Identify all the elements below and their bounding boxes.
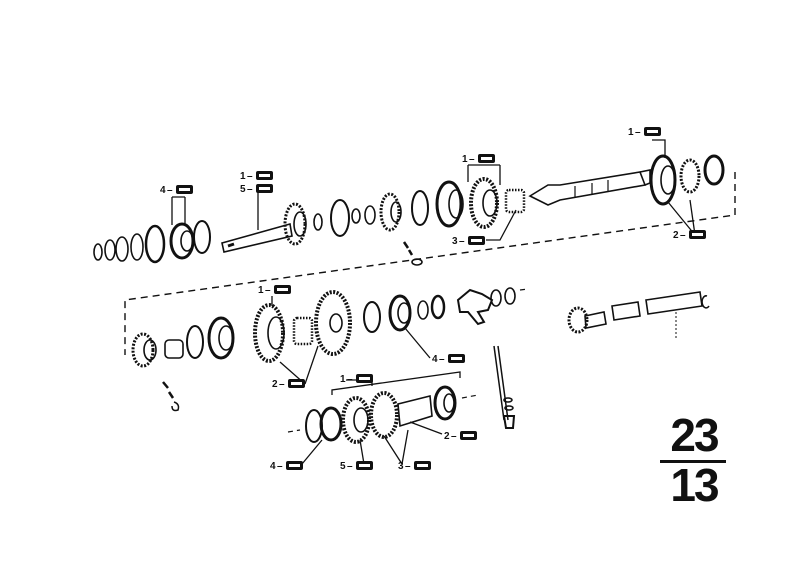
figure-sheet-number: 13 [670,459,719,511]
svg-text:1: 1 [462,154,468,165]
svg-text:–: – [167,185,173,196]
svg-text:–: – [265,285,271,296]
callout: 1 – [628,127,661,138]
svg-text:5: 5 [340,461,346,472]
svg-text:–: – [635,127,641,138]
svg-text:–: – [279,379,285,390]
callout: 1 – [340,374,373,385]
callout: 1 – [258,285,291,296]
callout: 5 – [240,184,273,195]
callout: 2 – [272,379,305,390]
figure-divider [660,460,726,463]
svg-text:3: 3 [398,461,404,472]
assembly-line-top [124,172,736,355]
callout: 1 – [462,154,495,165]
callout: 3 – [398,461,431,472]
callout: 3 – [452,236,485,247]
svg-text:–: – [405,461,411,472]
svg-text:–: – [451,431,457,442]
svg-text:2: 2 [272,379,278,390]
callout: 1 – [240,171,273,182]
svg-text:1: 1 [628,127,634,138]
svg-text:–: – [347,374,353,385]
callout: 5 – [340,461,373,472]
figure-group-number: 23 [670,409,719,461]
svg-text:–: – [277,461,283,472]
svg-text:–: – [469,154,475,165]
svg-text:–: – [439,354,445,365]
callout-labels: 4 – 1 – 5 – 1 – 3 – [160,127,706,472]
main-shaft-assembly [93,154,725,266]
svg-text:5: 5 [240,184,246,195]
callout: 2 – [444,431,477,442]
svg-text:–: – [247,171,253,182]
callout: 4 – [432,354,465,365]
svg-text:–: – [247,184,253,195]
svg-text:2: 2 [444,431,450,442]
callout: 2 – [673,230,706,241]
callout: 4 – [160,185,193,196]
reverse-gear-assembly [287,385,479,444]
callout: 4 – [270,461,303,472]
svg-text:1: 1 [258,285,264,296]
svg-text:–: – [680,230,686,241]
svg-text:–: – [347,461,353,472]
counter-shaft-assembly [131,287,516,429]
svg-text:1: 1 [340,374,346,385]
svg-text:4: 4 [270,461,276,472]
svg-text:2: 2 [673,230,679,241]
svg-text:–: – [459,236,465,247]
speedometer-drive-assembly [567,291,710,338]
svg-text:3: 3 [452,236,458,247]
callout-leaders [171,139,696,465]
callout-number: 4 [160,185,166,196]
svg-text:1: 1 [240,171,246,182]
svg-text:4: 4 [432,354,438,365]
